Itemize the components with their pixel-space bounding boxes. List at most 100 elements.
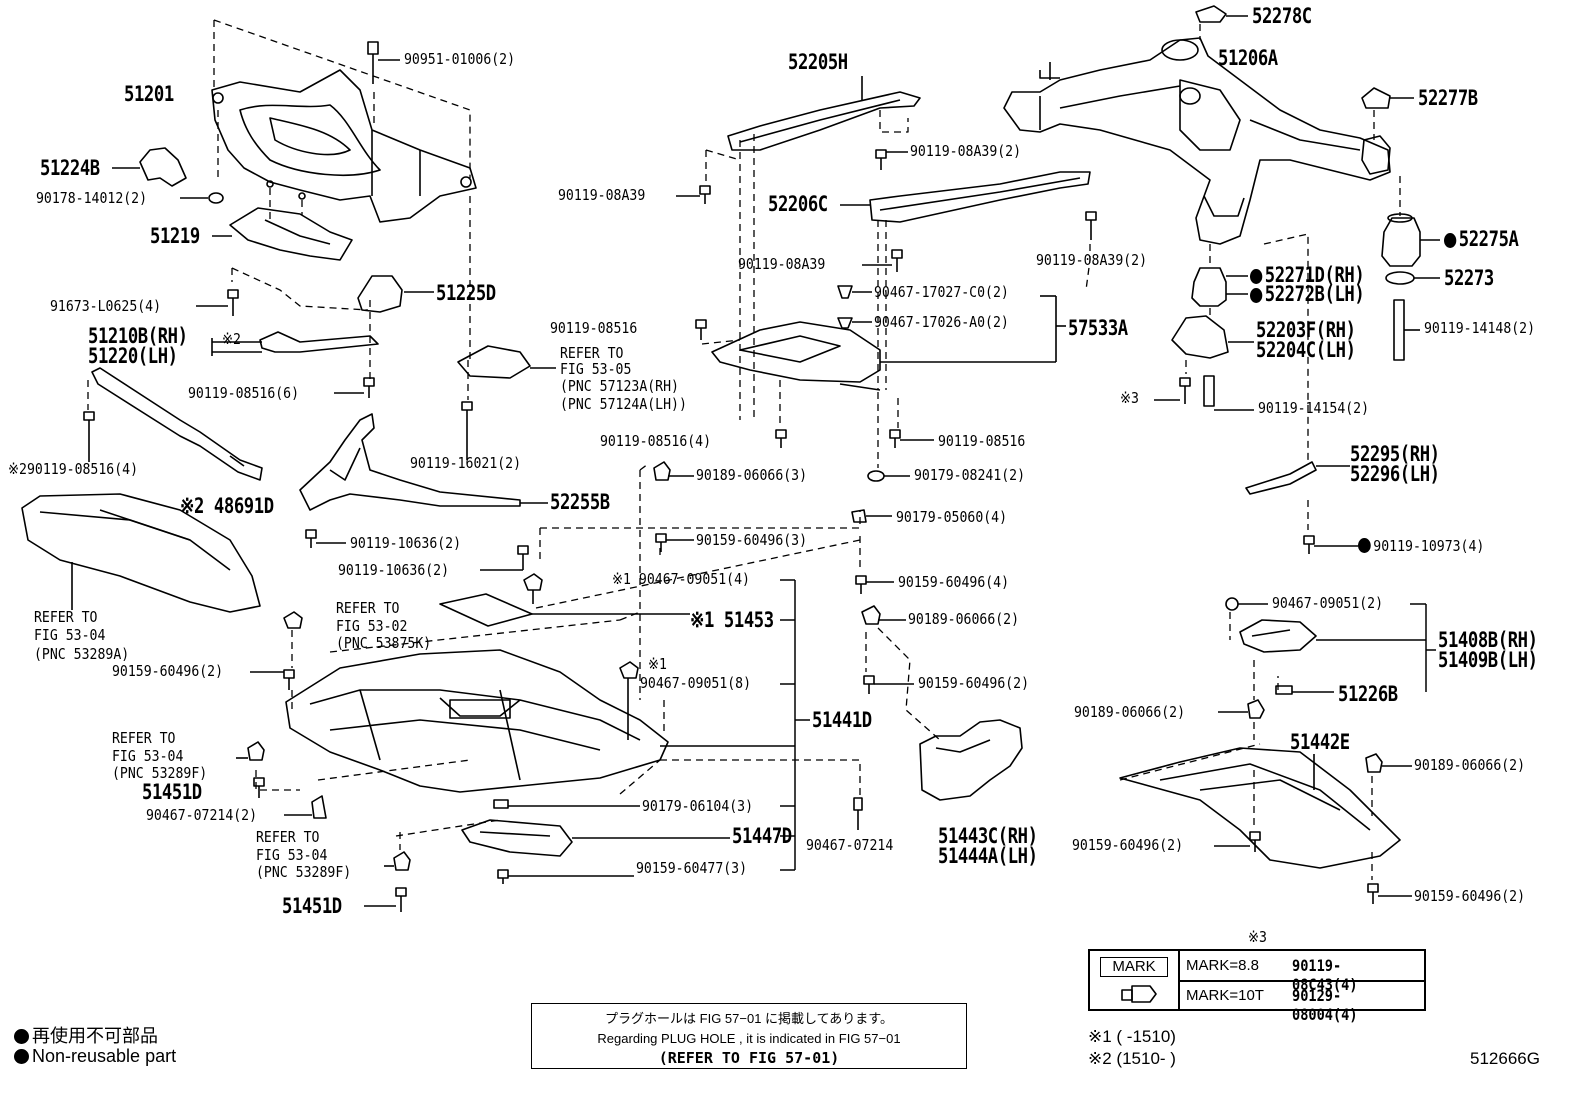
part-90119-08A39-2b: 90119-08A39(2)	[1036, 251, 1148, 269]
part-91673: 91673-L0625(4)	[50, 297, 162, 315]
part-52271D-text: 52271D(RH)	[1264, 263, 1365, 287]
part-90159-60496-2c: 90159-60496(2)	[1072, 836, 1184, 854]
part-52206C: 52206C	[768, 192, 828, 216]
part-90159-60496-3: 90159-60496(3)	[696, 531, 808, 549]
plate-57533A	[711, 295, 1066, 391]
part-51441D: 51441D	[812, 708, 872, 732]
part-51447D: 51447D	[732, 824, 792, 848]
bolt-90951	[367, 41, 400, 84]
part-90179-08241: 90179-08241(2)	[914, 466, 1026, 484]
beam-52206C	[840, 171, 1091, 223]
rod-48691D	[91, 367, 263, 481]
refer-5302-1: REFER TO	[336, 599, 400, 617]
part-90119-08A39: 90119-08A39	[558, 186, 646, 204]
part-90189-06066-2a: 90189-06066(2)	[908, 610, 1020, 628]
part-51444A: 51444A(LH)	[938, 844, 1038, 868]
part-90119-14154: 90119-14154(2)	[1258, 399, 1370, 417]
bracket-52203F	[1171, 315, 1254, 359]
part-90189-06066-2c: 90189-06066(2)	[1414, 756, 1526, 774]
part-x1-90467-09051-4: ※1 90467-09051(4)	[612, 570, 750, 588]
refer-5305-1: REFER TO	[560, 344, 624, 362]
part-52296: 52296(LH)	[1350, 462, 1440, 486]
part-52272B-text: 52272B(LH)	[1264, 282, 1365, 306]
part-90178: 90178-14012(2)	[36, 189, 148, 207]
note-x1-small: ※1	[648, 655, 667, 673]
under-cover-51442E	[1119, 747, 1401, 869]
non-reusable-dot-icon	[14, 1049, 29, 1064]
part-90189-06066-2b: 90189-06066(2)	[1074, 703, 1186, 721]
part-52278C: 52278C	[1252, 4, 1312, 28]
part-51442E: 51442E	[1290, 730, 1350, 754]
part-90119-08516-right: 90119-08516	[938, 432, 1026, 450]
part-52203F: 52203F(RH)	[1256, 318, 1356, 342]
part-90467-17026: 90467-17026-A0(2)	[874, 313, 1009, 331]
part-x2-90119-08516: ※290119-08516(4)	[8, 460, 139, 478]
part-90467-09051-2: 90467-09051(2)	[1272, 594, 1384, 612]
plug-note-jp: プラグホールは FIG 57−01 に掲載してあります。	[605, 1011, 893, 1026]
mark-table-row1: MARK=8.8 90119-08C43(4)	[1180, 951, 1424, 994]
part-51206A: 51206A	[1218, 46, 1278, 70]
part-90159-60496-2b: 90159-60496(2)	[918, 674, 1030, 692]
bushing-52275A	[1381, 213, 1440, 267]
part-52205H: 52205H	[788, 50, 848, 74]
part-90467-09051-8: 90467-09051(8)	[640, 674, 752, 692]
part-90119-10973-text: 90119-10973(4)	[1373, 537, 1485, 555]
part-90159-60477: 90159-60477(3)	[636, 859, 748, 877]
mark-table-row2: MARK=10T 90129-08004(4)	[1180, 981, 1424, 1024]
mark-row2-part: 90129-08004(4)	[1292, 986, 1358, 1024]
legend-jp-text: 再使用不可部品	[32, 1026, 158, 1046]
non-reusable-dot-icon	[1250, 288, 1263, 303]
refer-5305-2: FIG 53-05	[560, 360, 632, 378]
refer-5302-2: FIG 53-02	[336, 617, 408, 635]
cover-53289A	[21, 493, 261, 613]
non-reusable-dot-icon	[1250, 269, 1263, 284]
bracket-51408B	[1239, 619, 1426, 653]
mark-table-note: ※3	[1248, 928, 1267, 946]
legend-en: Non-reusable part	[14, 1046, 176, 1067]
part-51453: ※1 51453	[690, 608, 774, 632]
non-reusable-dot-icon	[14, 1029, 29, 1044]
part-90119-08516-4: 90119-08516(4)	[600, 432, 712, 450]
part-90119-14148: 90119-14148(2)	[1424, 319, 1536, 337]
plate-51219	[212, 207, 353, 261]
part-51219: 51219	[150, 224, 200, 248]
part-90159-60496-2a: 90159-60496(2)	[112, 662, 224, 680]
part-90119-16021: 90119-16021(2)	[410, 454, 522, 472]
refer-5304a-3: (PNC 53289A)	[34, 645, 130, 663]
part-51201: 51201	[124, 82, 174, 106]
part-90119-08A39-c: 90119-08A39	[738, 255, 826, 273]
footnote-x1: ※1 ( -1510)	[1088, 1027, 1176, 1046]
part-57533A: 57533A	[1068, 316, 1128, 340]
part-51408B: 51408B(RH)	[1438, 628, 1538, 652]
stopper-52277B	[1361, 87, 1414, 109]
part-90179-06104: 90179-06104(3)	[642, 797, 754, 815]
part-90159-60496-4: 90159-60496(4)	[898, 573, 1010, 591]
mount-52278C	[1195, 5, 1248, 23]
mark-row1-mark: MARK=8.8	[1186, 957, 1259, 974]
part-51225D: 51225D	[436, 281, 496, 305]
part-52275A: 52275A	[1444, 229, 1519, 250]
brace-51210B	[211, 331, 379, 356]
note-x2-a: ※2	[222, 330, 241, 348]
refer-5304f2-2: FIG 53-04	[256, 846, 328, 864]
under-cover-51441D	[285, 649, 669, 793]
part-90467-07214: 90467-07214	[806, 836, 894, 854]
legend-jp: 再使用不可部品	[14, 1022, 158, 1048]
part-90119-10636-b: 90119-10636(2)	[338, 561, 450, 579]
non-reusable-dot-icon	[1444, 233, 1457, 248]
refer-5304f-1: REFER TO	[112, 729, 176, 747]
part-90119-10636-a: 90119-10636(2)	[350, 534, 462, 552]
refer-5302-3: (PNC 53875K)	[336, 634, 432, 652]
part-52273: 52273	[1444, 266, 1494, 290]
part-51451D-b: 51451D	[282, 894, 342, 918]
bushing-52271D	[1191, 267, 1248, 307]
side-cover-51443C	[919, 719, 1023, 801]
plug-hole-note: プラグホールは FIG 57−01 に掲載してあります。 Regarding P…	[531, 1003, 967, 1069]
part-51451D-a: 51451D	[142, 780, 202, 804]
plate-51447D	[461, 819, 730, 857]
mark-table-col1: MARK	[1090, 951, 1180, 1009]
mark-table: MARK MARK=8.8 90119-08C43(4) MARK=10T 90…	[1088, 949, 1426, 1024]
part-51226B: 51226B	[1338, 682, 1398, 706]
part-51224B: 51224B	[40, 156, 100, 180]
